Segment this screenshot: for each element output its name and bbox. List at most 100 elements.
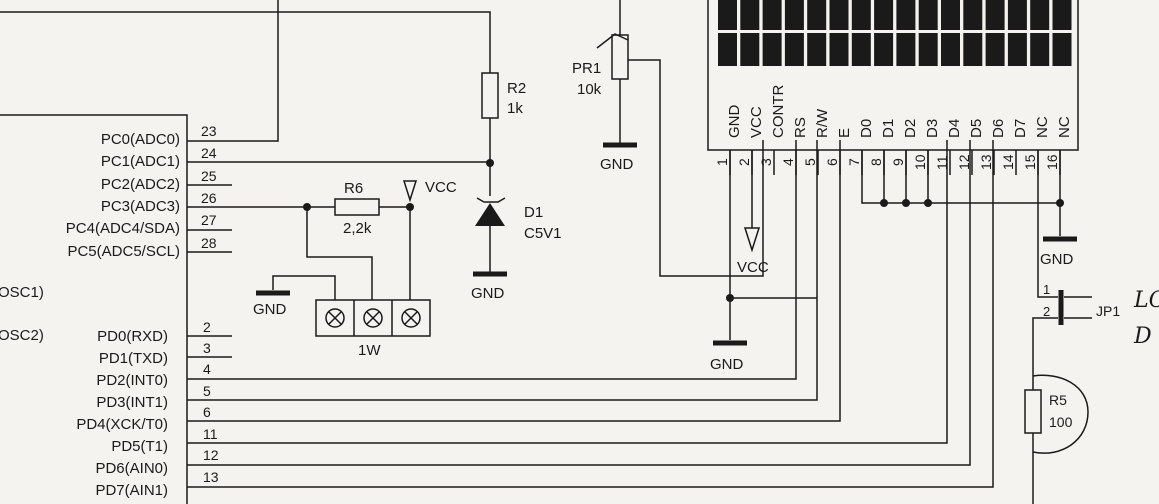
lcd-char-cell bbox=[762, 33, 782, 66]
lcd-char-cell bbox=[874, 33, 894, 66]
pr1-gnd-label: GND bbox=[600, 156, 634, 173]
lcd-pin-num-1: 1 bbox=[714, 158, 730, 166]
lcd-pin-name-7: D0 bbox=[858, 119, 875, 138]
lcd-char-cell bbox=[1007, 0, 1027, 30]
conn-gnd-label: GND bbox=[253, 301, 287, 318]
lcd-char-cell bbox=[985, 33, 1005, 66]
lcd-pin-num-13: 13 bbox=[978, 154, 994, 170]
pd7-label: PD7(AIN1) bbox=[95, 482, 168, 499]
lcd-pin-num-8: 8 bbox=[868, 158, 884, 166]
jumper-jp1: 1 2 JP1 bbox=[1043, 282, 1120, 325]
wire-d0-d3-gnd bbox=[861, 150, 1060, 204]
lcd-pin-num-12: 12 bbox=[956, 154, 972, 170]
lcd-pin-num-10: 10 bbox=[912, 154, 928, 170]
pc5-label: PC5(ADC5/SCL) bbox=[67, 243, 180, 260]
lcd-pin-name-3: CONTR bbox=[770, 85, 787, 138]
connector-label: 1W bbox=[358, 342, 381, 359]
lcd-char-cell bbox=[829, 33, 849, 66]
lcd-char-cell bbox=[1030, 0, 1050, 30]
pd6-label: PD6(AIN0) bbox=[95, 460, 168, 477]
pd1-num: 3 bbox=[203, 340, 211, 356]
lcd-pin-name-1: GND bbox=[726, 105, 743, 139]
lcd-pin-num-3: 3 bbox=[758, 158, 774, 166]
d1-value: C5V1 bbox=[524, 225, 562, 242]
pd4-num: 6 bbox=[203, 404, 211, 420]
lcd-char-cell bbox=[985, 0, 1005, 30]
lcd-pin-name-11: D4 bbox=[946, 119, 963, 138]
lcd-pin-num-7: 7 bbox=[846, 158, 862, 166]
osc2-label: OSC2) bbox=[0, 327, 44, 344]
lcd-display bbox=[707, 0, 1079, 151]
lcd-pin-name-12: D5 bbox=[968, 119, 985, 138]
lcd-pin-num-9: 9 bbox=[890, 158, 906, 166]
r5-value: 100 bbox=[1049, 414, 1073, 430]
lcd-char-cell bbox=[896, 0, 916, 30]
pc4-label: PC4(ADC4/SDA) bbox=[66, 220, 180, 237]
jp1-pin1: 1 bbox=[1043, 282, 1050, 297]
lcd-char-cell bbox=[874, 0, 894, 30]
wire-pc3-to-conn bbox=[306, 207, 373, 300]
pc3-num: 26 bbox=[201, 190, 217, 206]
lcd-char-cell bbox=[851, 33, 871, 66]
vcc-label-1w: VCC bbox=[425, 179, 457, 196]
lcd-char-cell bbox=[918, 33, 938, 66]
pr1-value: 10k bbox=[577, 81, 602, 98]
pd2-num: 4 bbox=[203, 361, 211, 377]
pc-pin-stubs bbox=[187, 184, 232, 253]
lcd-char-cell bbox=[784, 0, 804, 30]
lcd-pin-numbers: 1 2 3 4 5 6 7 8 9 10 11 12 13 14 15 16 bbox=[714, 154, 1060, 170]
lcd-char-cell bbox=[1007, 33, 1027, 66]
pc2-num: 25 bbox=[201, 168, 217, 184]
pd7-num: 13 bbox=[203, 469, 219, 485]
lcd-pin-name-6: E bbox=[836, 128, 853, 138]
pc-pin-labels: PC0(ADC0) PC1(ADC1) PC2(ADC2) PC3(ADC3) … bbox=[66, 123, 217, 260]
pc3-label: PC3(ADC3) bbox=[101, 198, 180, 215]
pc0-label: PC0(ADC0) bbox=[101, 131, 180, 148]
nc-gnd-label: GND bbox=[1040, 251, 1074, 268]
wire-conn-gnd bbox=[272, 275, 336, 300]
pd5-label: PD5(T1) bbox=[111, 438, 168, 455]
lcd-char-cell bbox=[807, 33, 827, 66]
junction-pc1-r2 bbox=[486, 159, 494, 167]
lcd-pin-num-11: 11 bbox=[934, 155, 950, 170]
lcd-char-cell bbox=[1030, 33, 1050, 66]
d1-name: D1 bbox=[524, 204, 543, 221]
mcu-outline bbox=[0, 114, 188, 504]
lcd-char-row-2 bbox=[718, 33, 1072, 66]
pd1-label: PD1(TXD) bbox=[99, 350, 168, 367]
lcd-char-cell bbox=[1052, 33, 1072, 66]
lcd-pin-num-5: 5 bbox=[802, 158, 818, 166]
r2-name: R2 bbox=[507, 80, 526, 97]
lcd-pin-name-9: D2 bbox=[902, 119, 919, 138]
resistor-r5: R5 100 bbox=[1024, 374, 1089, 454]
pc5-num: 28 bbox=[201, 235, 217, 251]
pd3-label: PD3(INT1) bbox=[96, 394, 168, 411]
mcu-ic bbox=[0, 114, 188, 504]
lcd-pin-name-2: VCC bbox=[748, 106, 765, 138]
resistor-r6: R6 2,2k bbox=[334, 180, 380, 237]
pc1-num: 24 bbox=[201, 145, 217, 161]
connector-1w: 1W bbox=[315, 299, 431, 359]
pd0-label: PD0(RXD) bbox=[97, 328, 168, 345]
pc4-num: 27 bbox=[201, 212, 217, 228]
resistor-r2: R2 1k bbox=[481, 72, 526, 119]
lcd-char-cell bbox=[941, 33, 960, 66]
lcd-char-cell bbox=[963, 33, 983, 66]
pd0-num: 2 bbox=[203, 319, 211, 335]
vcc-arrow-lcd bbox=[743, 227, 761, 253]
lcd-pin-name-16: NC bbox=[1056, 116, 1073, 138]
zener-d1: D1 C5V1 bbox=[475, 197, 562, 242]
lcd-pin-num-16: 16 bbox=[1044, 154, 1060, 170]
r2-value: 1k bbox=[507, 100, 523, 117]
lcd-char-cell bbox=[740, 0, 760, 30]
lcd-char-cell bbox=[1052, 0, 1072, 30]
pr1-name: PR1 bbox=[572, 60, 601, 77]
d1-gnd-label: GND bbox=[471, 285, 505, 302]
lcd-pin-names: GND VCC CONTR RS R/W E D0 D1 D2 D3 D4 D5… bbox=[726, 85, 1073, 138]
pd-to-lcd-wires bbox=[187, 140, 994, 488]
lcd-char-cell bbox=[963, 0, 983, 30]
wire-pin15-jp1 bbox=[1037, 150, 1058, 298]
pd3-num: 5 bbox=[203, 383, 211, 399]
